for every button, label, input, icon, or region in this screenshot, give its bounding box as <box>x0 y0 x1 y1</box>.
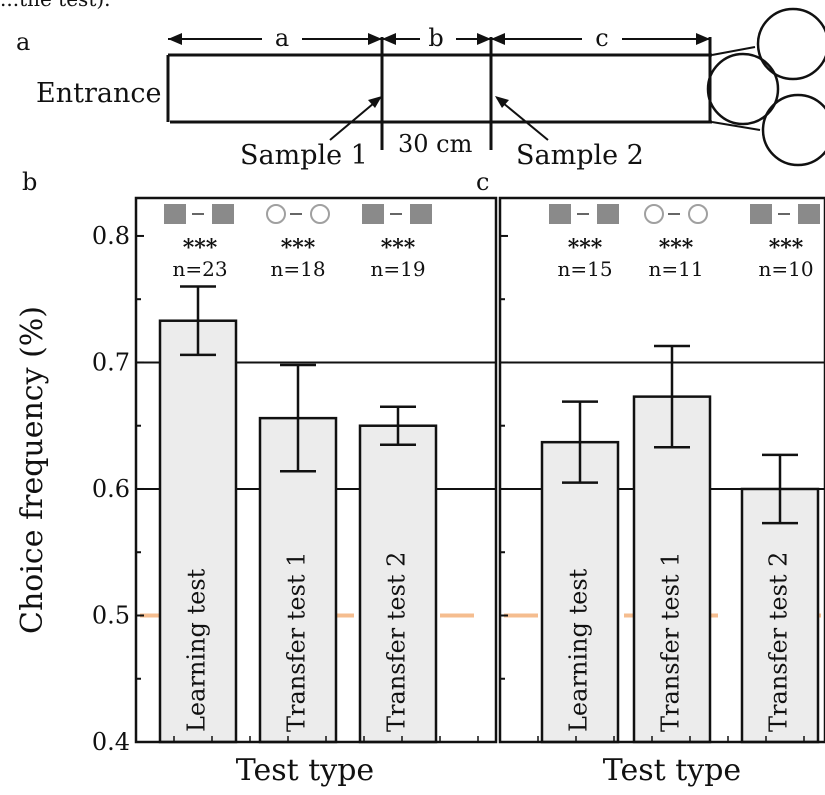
y-axis-label: Choice frequency (%) <box>15 306 50 634</box>
arrow-c-left <box>491 33 505 45</box>
segment-b-label-bg <box>420 26 456 52</box>
condition-icon-left <box>750 204 772 224</box>
chamber-circle-top <box>756 7 825 81</box>
n-label: n=19 <box>370 257 425 281</box>
significance-label: *** <box>568 235 603 261</box>
sample-2-arrowhead <box>495 96 509 108</box>
segment-c-label: c <box>595 24 608 52</box>
condition-icon-left <box>266 204 286 224</box>
chamber-circle-middle <box>706 52 780 126</box>
segment-a-label-bg <box>262 26 302 52</box>
panel-label: c <box>476 168 489 196</box>
category-label: Transfer test 1 <box>283 552 311 732</box>
entrance-label: Entrance <box>36 78 161 109</box>
significance-label: *** <box>183 235 218 261</box>
n-label: n=15 <box>557 257 612 281</box>
sample-2-label: Sample 2 <box>516 140 644 171</box>
x-axis-label: Test type <box>236 753 374 788</box>
significance-label: *** <box>769 235 804 261</box>
plot-frame <box>498 196 825 744</box>
segment-b-label: b <box>428 24 443 52</box>
figure-header: ...the test). <box>0 0 111 11</box>
n-label: n=11 <box>648 257 703 281</box>
arrow-a-left <box>168 33 182 45</box>
y-tick-label: 0.5 <box>92 601 130 629</box>
chamber-connector-bottom <box>711 121 761 131</box>
condition-icon-right <box>310 204 330 224</box>
sample-1-pointer <box>329 97 381 141</box>
condition-icon-right <box>798 204 820 224</box>
plot-frame <box>134 196 498 744</box>
y-tick-label: 0.6 <box>92 475 130 503</box>
gap-label: 30 cm <box>398 130 473 158</box>
category-label: Transfer test 2 <box>383 552 411 732</box>
condition-icon-left <box>644 204 664 224</box>
x-axis-label: Test type <box>603 753 741 788</box>
segment-a-label: a <box>275 24 289 52</box>
y-tick-label: 0.4 <box>92 728 130 756</box>
chamber-connector-top <box>711 46 756 56</box>
panel-label-a: a <box>16 28 30 56</box>
maze-diagram: a Entrance a b c <box>16 7 825 171</box>
condition-icon-right <box>212 204 234 224</box>
condition-icon-right <box>597 204 619 224</box>
y-tick-label: 0.8 <box>92 222 130 250</box>
n-label: n=18 <box>270 257 325 281</box>
arrow-c-right <box>696 33 710 45</box>
chamber-circle-bottom <box>761 93 825 167</box>
sample-1-arrowhead <box>368 96 382 108</box>
bar <box>158 319 238 744</box>
y-tick-label: 0.7 <box>92 348 130 376</box>
category-label: Learning test <box>183 568 211 732</box>
arrow-b-left <box>382 33 396 45</box>
sample-1-label: Sample 1 <box>240 140 368 171</box>
bar <box>632 395 712 744</box>
category-label: Learning test <box>565 568 593 732</box>
significance-label: *** <box>281 235 316 261</box>
sample-2-pointer <box>496 97 549 141</box>
condition-icon-left <box>362 204 384 224</box>
category-label: Transfer test 1 <box>657 552 685 732</box>
panel-label: b <box>22 168 37 196</box>
condition-icon-right <box>688 204 708 224</box>
arrow-a-right <box>368 33 382 45</box>
bar <box>740 487 820 744</box>
condition-icon-right <box>410 204 432 224</box>
bar <box>540 440 620 744</box>
n-label: n=23 <box>172 257 227 281</box>
arrow-b-right <box>477 33 491 45</box>
condition-icon-left <box>164 204 186 224</box>
condition-icon-left <box>549 204 571 224</box>
segment-c-label-bg <box>582 26 622 52</box>
significance-label: *** <box>659 235 694 261</box>
significance-label: *** <box>381 235 416 261</box>
category-label: Transfer test 2 <box>765 552 793 732</box>
n-label: n=10 <box>758 257 813 281</box>
